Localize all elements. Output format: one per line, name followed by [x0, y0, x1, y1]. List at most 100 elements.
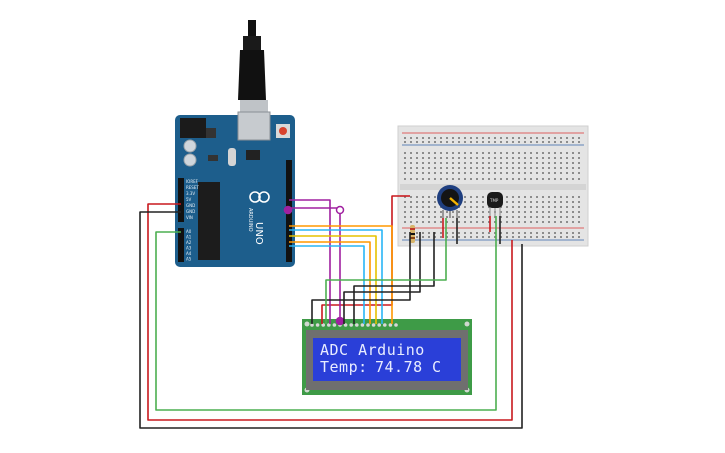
breadboard-hole[interactable]	[410, 211, 412, 213]
breadboard-hole[interactable]	[470, 172, 472, 174]
breadboard-hole[interactable]	[524, 211, 526, 213]
breadboard-hole[interactable]	[542, 232, 544, 234]
breadboard-hole[interactable]	[518, 157, 520, 159]
breadboard-hole[interactable]	[500, 221, 502, 223]
breadboard-hole[interactable]	[542, 141, 544, 143]
breadboard-hole[interactable]	[548, 232, 550, 234]
breadboard-hole[interactable]	[506, 216, 508, 218]
breadboard-hole[interactable]	[524, 196, 526, 198]
breadboard-hole[interactable]	[440, 211, 442, 213]
breadboard-hole[interactable]	[572, 137, 574, 139]
breadboard-hole[interactable]	[422, 236, 424, 238]
breadboard-hole[interactable]	[524, 162, 526, 164]
breadboard-hole[interactable]	[464, 211, 466, 213]
breadboard-hole[interactable]	[434, 211, 436, 213]
wire-bb-red[interactable]	[321, 195, 400, 324]
breadboard-hole[interactable]	[518, 152, 520, 154]
breadboard-hole[interactable]	[440, 216, 442, 218]
breadboard-hole[interactable]	[506, 211, 508, 213]
breadboard-hole[interactable]	[470, 206, 472, 208]
breadboard-hole[interactable]	[530, 167, 532, 169]
breadboard-hole[interactable]	[554, 172, 556, 174]
breadboard-hole[interactable]	[404, 221, 406, 223]
breadboard-hole[interactable]	[554, 137, 556, 139]
breadboard-hole[interactable]	[476, 196, 478, 198]
breadboard-hole[interactable]	[440, 236, 442, 238]
breadboard-hole[interactable]	[506, 201, 508, 203]
breadboard-hole[interactable]	[470, 157, 472, 159]
breadboard-hole[interactable]	[572, 141, 574, 143]
breadboard-hole[interactable]	[458, 211, 460, 213]
breadboard-hole[interactable]	[494, 137, 496, 139]
breadboard-hole[interactable]	[542, 178, 544, 180]
wire-lcd-gnd-2[interactable]	[343, 232, 421, 324]
breadboard-hole[interactable]	[416, 206, 418, 208]
wire-lcd-gnd-3[interactable]	[353, 232, 435, 324]
lcd-pin[interactable]	[394, 323, 398, 327]
breadboard-hole[interactable]	[512, 178, 514, 180]
breadboard-hole[interactable]	[518, 232, 520, 234]
breadboard-hole[interactable]	[488, 137, 490, 139]
breadboard-hole[interactable]	[572, 152, 574, 154]
breadboard-hole[interactable]	[548, 172, 550, 174]
breadboard-hole[interactable]	[434, 206, 436, 208]
breadboard-hole[interactable]	[410, 162, 412, 164]
breadboard-hole[interactable]	[548, 211, 550, 213]
breadboard-hole[interactable]	[470, 232, 472, 234]
breadboard-hole[interactable]	[530, 216, 532, 218]
breadboard-hole[interactable]	[464, 167, 466, 169]
breadboard-hole[interactable]	[506, 172, 508, 174]
breadboard-hole[interactable]	[536, 232, 538, 234]
breadboard-hole[interactable]	[560, 167, 562, 169]
breadboard-hole[interactable]	[506, 196, 508, 198]
breadboard-hole[interactable]	[470, 141, 472, 143]
breadboard-hole[interactable]	[410, 152, 412, 154]
breadboard-hole[interactable]	[518, 206, 520, 208]
breadboard-hole[interactable]	[416, 196, 418, 198]
breadboard-hole[interactable]	[482, 141, 484, 143]
breadboard-hole[interactable]	[548, 178, 550, 180]
breadboard-hole[interactable]	[470, 201, 472, 203]
breadboard-hole[interactable]	[458, 152, 460, 154]
breadboard-hole[interactable]	[452, 157, 454, 159]
breadboard-hole[interactable]	[416, 211, 418, 213]
breadboard-hole[interactable]	[518, 167, 520, 169]
breadboard-hole[interactable]	[440, 167, 442, 169]
breadboard-hole[interactable]	[464, 178, 466, 180]
breadboard-hole[interactable]	[560, 141, 562, 143]
breadboard-hole[interactable]	[452, 172, 454, 174]
breadboard-hole[interactable]	[500, 152, 502, 154]
breadboard-hole[interactable]	[578, 152, 580, 154]
breadboard-hole[interactable]	[434, 178, 436, 180]
breadboard-hole[interactable]	[488, 236, 490, 238]
breadboard-hole[interactable]	[434, 137, 436, 139]
breadboard-hole[interactable]	[410, 178, 412, 180]
lcd-pin[interactable]	[383, 323, 387, 327]
breadboard-hole[interactable]	[572, 167, 574, 169]
lcd-pin[interactable]	[360, 323, 365, 327]
wire-d-cyan-2[interactable]	[289, 245, 365, 324]
breadboard-hole[interactable]	[476, 178, 478, 180]
breadboard-hole[interactable]	[404, 232, 406, 234]
breadboard-hole[interactable]	[428, 167, 430, 169]
breadboard-hole[interactable]	[554, 196, 556, 198]
breadboard-hole[interactable]	[542, 172, 544, 174]
breadboard-hole[interactable]	[452, 211, 454, 213]
breadboard-hole[interactable]	[536, 157, 538, 159]
wire-5v-red[interactable]	[147, 203, 513, 421]
breadboard-hole[interactable]	[404, 172, 406, 174]
breadboard-hole[interactable]	[452, 216, 454, 218]
breadboard-hole[interactable]	[518, 172, 520, 174]
breadboard-hole[interactable]	[572, 221, 574, 223]
breadboard-hole[interactable]	[566, 152, 568, 154]
breadboard-hole[interactable]	[422, 152, 424, 154]
breadboard-hole[interactable]	[458, 232, 460, 234]
breadboard-hole[interactable]	[446, 167, 448, 169]
breadboard-hole[interactable]	[494, 221, 496, 223]
breadboard-hole[interactable]	[506, 221, 508, 223]
breadboard-hole[interactable]	[494, 232, 496, 234]
breadboard-hole[interactable]	[428, 141, 430, 143]
breadboard-hole[interactable]	[560, 196, 562, 198]
lcd-pin[interactable]	[371, 323, 376, 327]
breadboard-hole[interactable]	[404, 201, 406, 203]
